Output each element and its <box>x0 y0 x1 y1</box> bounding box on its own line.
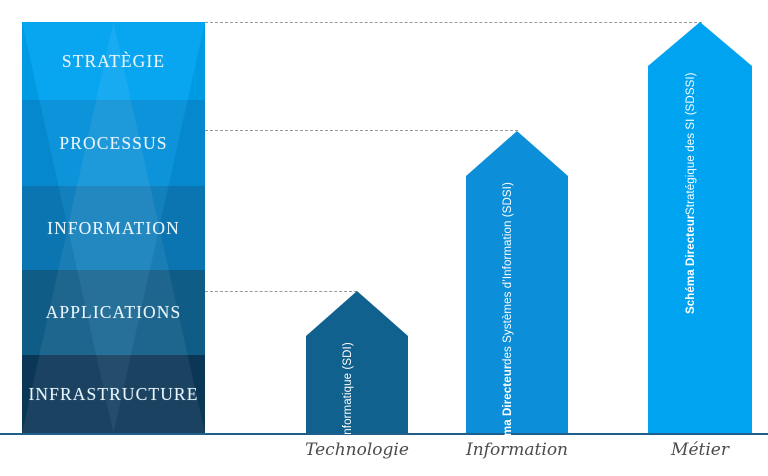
arrow-sdssi[interactable] <box>648 22 752 433</box>
layer-label-information: INFORMATION <box>47 217 180 238</box>
dash-to-processus <box>205 130 518 131</box>
arrow-sdi-subtitle: Informatique (SDI) <box>342 342 354 438</box>
arrow-sdsi-subtitle: des Systèmes d’Information (SDSI) <box>502 182 514 365</box>
layer-strategie: STRATÈGIE <box>22 22 205 100</box>
arrow-sdi-label: Schéma Directeur Informatique (SDI) <box>342 342 361 476</box>
arrow-sdsi[interactable] <box>466 131 568 433</box>
arrow-sdsi-shape <box>466 131 568 433</box>
arrow-sdssi-shape <box>648 22 752 433</box>
layer-label-applications: APPLICATIONS <box>45 302 182 322</box>
axis-label-information: Information <box>465 440 569 460</box>
layer-label-processus: PROCESSUS <box>59 132 168 153</box>
axis-label-technologie: Technologie <box>305 440 409 460</box>
layer-processus: PROCESSUS <box>22 100 205 186</box>
layer-applications: APPLICATIONS <box>22 270 205 355</box>
dash-to-applications <box>205 291 357 292</box>
si-layer-stack: STRATÈGIE PROCESSUS INFORMATION APPLICAT… <box>22 22 205 433</box>
arrow-sdssi-label: Schéma Directeur Stratégique des SI (SDS… <box>685 72 704 425</box>
axis-label-metier: Métier <box>671 440 729 460</box>
arrow-sdi[interactable] <box>306 291 408 433</box>
baseline-axis <box>0 433 768 435</box>
arrow-sdssi-title: Schéma Directeur <box>685 214 697 314</box>
layer-infrastructure: INFRASTRUCTURE <box>22 355 205 433</box>
arrow-sdssi-subtitle: Stratégique des SI (SDSSI) <box>685 72 697 215</box>
arrow-sdi-shape <box>306 291 408 433</box>
dash-to-strategie <box>205 22 702 23</box>
layer-label-infrastructure: INFRASTRUCTURE <box>28 383 199 404</box>
layer-label-strategie: STRATÈGIE <box>61 50 166 71</box>
arrow-sdsi-label: Schéma Directeur des Systèmes d’Informat… <box>502 182 521 464</box>
layer-information: INFORMATION <box>22 186 205 270</box>
